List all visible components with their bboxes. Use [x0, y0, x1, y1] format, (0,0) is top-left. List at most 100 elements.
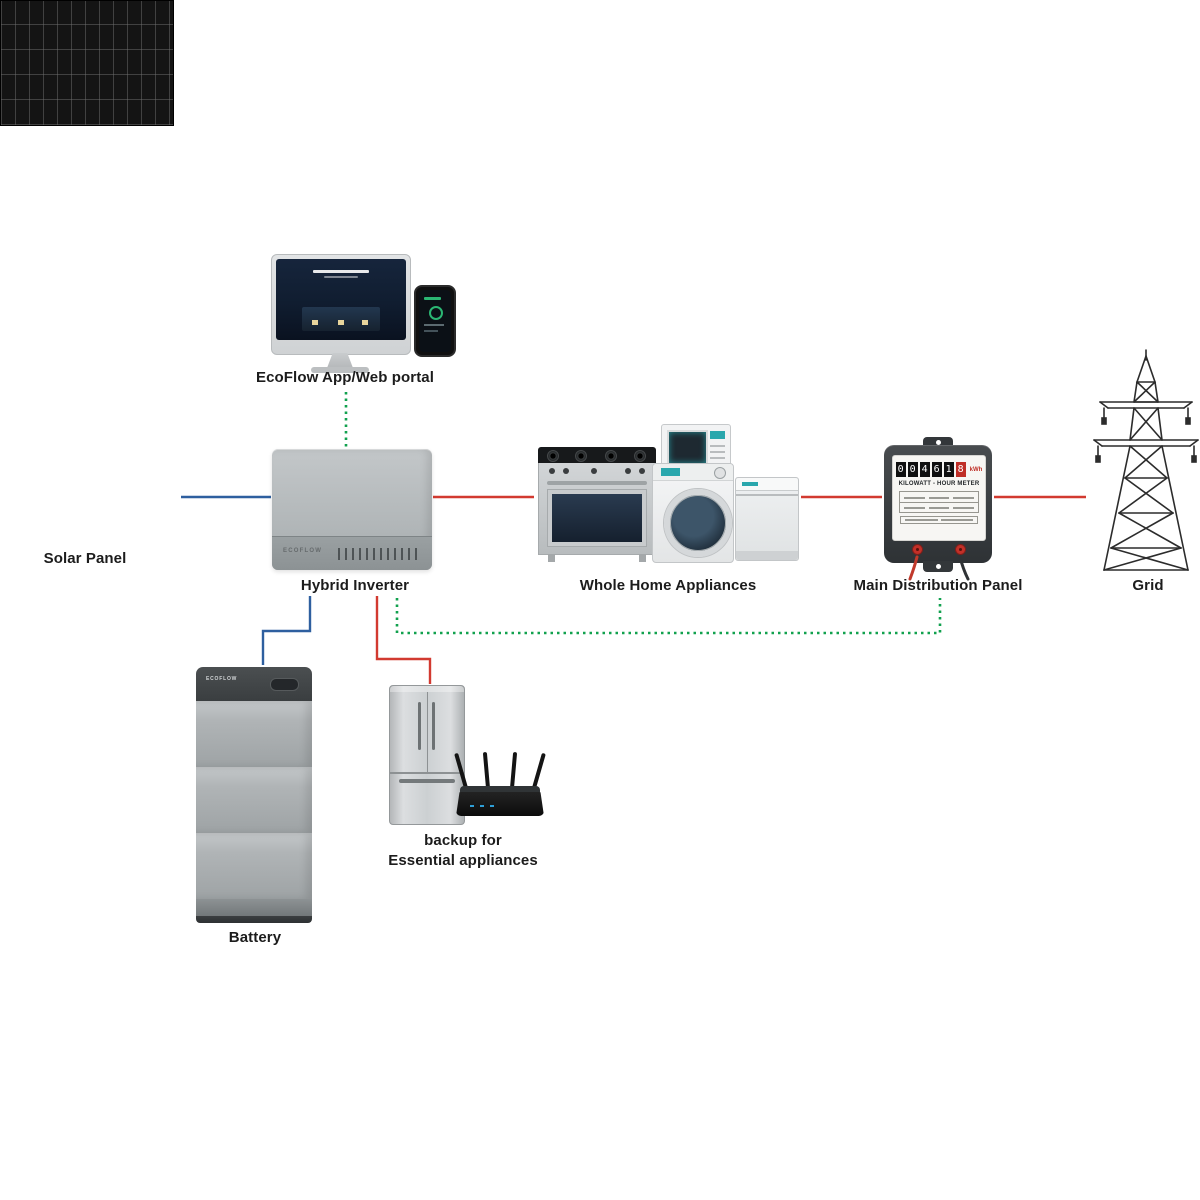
- meter-terminal-right: [955, 544, 966, 555]
- router-body: [456, 792, 544, 816]
- label-whole-home-appliances: Whole Home Appliances: [579, 577, 757, 594]
- meter-digit: 0: [907, 462, 918, 477]
- meter-terminal-left: [912, 544, 923, 555]
- meter-digit: 6: [931, 462, 942, 477]
- dishwasher-kickplate: [736, 551, 798, 560]
- fridge-top-edge: [390, 686, 464, 692]
- phone-ui-bar: [424, 330, 438, 332]
- dishwasher-display: [742, 482, 758, 486]
- house-window: [338, 320, 344, 325]
- oven-handle: [547, 481, 647, 485]
- meter-digit-register: 0 0 4 6 1 8 kWh: [895, 462, 983, 477]
- battery-brand-logo: ECOFLOW: [206, 676, 238, 682]
- stove-burner: [605, 450, 617, 462]
- battery-module: [196, 833, 312, 901]
- mount-hole: [936, 564, 941, 569]
- fridge-handle-left: [418, 702, 421, 750]
- inverter-to-battery-line: [261, 596, 312, 665]
- battery-icon: ECOFLOW: [196, 667, 312, 923]
- mount-hole: [936, 440, 941, 445]
- router-antenna: [532, 752, 546, 789]
- meter-nameplate-table: [899, 491, 979, 513]
- meter-digit-decimal: 8: [955, 462, 966, 477]
- battery-module: [196, 701, 312, 769]
- router-antenna: [482, 751, 490, 789]
- meter-unit: kWh: [969, 466, 983, 473]
- battery-top-cap: ECOFLOW: [196, 667, 312, 701]
- house-window: [362, 320, 368, 325]
- inverter-to-panel-dotted-line: [395, 598, 942, 635]
- freezer-handle: [399, 779, 455, 783]
- label-hybrid-inverter: Hybrid Inverter: [300, 577, 410, 594]
- wifi-router-icon: [454, 750, 546, 816]
- phone-icon: [414, 285, 456, 357]
- inverter-to-backup-line: [375, 596, 432, 684]
- stove-cooktop: [538, 447, 656, 463]
- stove-leg: [639, 554, 646, 562]
- kwh-meter-icon: 0 0 4 6 1 8 kWh KILOWATT - HOUR METER: [884, 437, 992, 587]
- battery-handle-recess: [270, 678, 299, 691]
- transmission-tower-icon: [1093, 349, 1199, 571]
- washer-door: [664, 489, 732, 557]
- screen-headline-bar: [313, 270, 369, 273]
- hybrid-inverter-icon: ECOFLOW: [272, 449, 432, 570]
- monitor-base: [311, 367, 369, 373]
- router-led: [480, 805, 484, 807]
- microwave-icon: [661, 424, 731, 473]
- inverter-vent-slots: [338, 548, 422, 560]
- inverter-bottom-band: ECOFLOW: [272, 536, 432, 570]
- fridge-handle-right: [432, 702, 435, 750]
- dishwasher-control-panel: [736, 478, 798, 491]
- label-solar-panel: Solar Panel: [43, 550, 127, 567]
- stove-burner: [575, 450, 587, 462]
- label-main-distribution-panel: Main Distribution Panel: [853, 577, 1023, 594]
- meter-mount-tab-bottom: [923, 561, 953, 572]
- refrigerator-icon: [389, 685, 465, 825]
- washer-control-panel: [653, 464, 733, 481]
- fridge-door-seam: [427, 692, 428, 772]
- label-backup-essentials: backup for Essential appliances: [388, 831, 538, 872]
- stove-icon: [538, 447, 656, 562]
- monitor-icon: [271, 254, 411, 355]
- solar-panel-icon: [0, 0, 174, 126]
- phone-ui-bar: [424, 297, 441, 300]
- router-led: [490, 805, 494, 807]
- meter-face: 0 0 4 6 1 8 kWh KILOWATT - HOUR METER: [892, 455, 986, 541]
- monitor-stand: [327, 353, 353, 368]
- stove-knob: [639, 468, 645, 474]
- phone-screen: [419, 290, 451, 352]
- battery-base: [196, 899, 312, 923]
- label-app-portal: EcoFlow App/Web portal: [255, 369, 435, 386]
- washer-display: [661, 468, 680, 476]
- router-antenna: [454, 752, 468, 789]
- router-antenna: [510, 751, 518, 789]
- label-grid: Grid: [1132, 577, 1164, 594]
- phone-ui-bar: [424, 324, 444, 326]
- inverter-brand-logo: ECOFLOW: [283, 548, 323, 554]
- backup-label-line1: backup for: [424, 832, 502, 849]
- meter-digit: 0: [895, 462, 906, 477]
- stove-knob: [549, 468, 555, 474]
- microwave-window: [667, 430, 708, 465]
- phone-ui-ring: [429, 306, 443, 320]
- meter-serial-strip: [900, 516, 978, 524]
- house-window: [312, 320, 318, 325]
- router-led: [470, 805, 474, 807]
- freezer-seam: [390, 772, 464, 774]
- meter-title: KILOWATT - HOUR METER: [898, 481, 980, 487]
- meter-digit: 1: [943, 462, 954, 477]
- microwave-display: [710, 431, 725, 439]
- microwave-button-row: [710, 451, 725, 453]
- label-battery: Battery: [228, 929, 282, 946]
- stove-knob: [563, 468, 569, 474]
- meter-mount-tab-top: [923, 437, 953, 448]
- stove-knob: [591, 468, 597, 474]
- meter-wires: [908, 555, 970, 581]
- backup-label-line2: Essential appliances: [388, 852, 538, 870]
- router-top-face: [460, 786, 540, 794]
- meter-digit: 4: [919, 462, 930, 477]
- stove-body: [538, 463, 656, 555]
- dishwasher-handle: [736, 494, 798, 496]
- washing-machine-icon: [652, 463, 734, 563]
